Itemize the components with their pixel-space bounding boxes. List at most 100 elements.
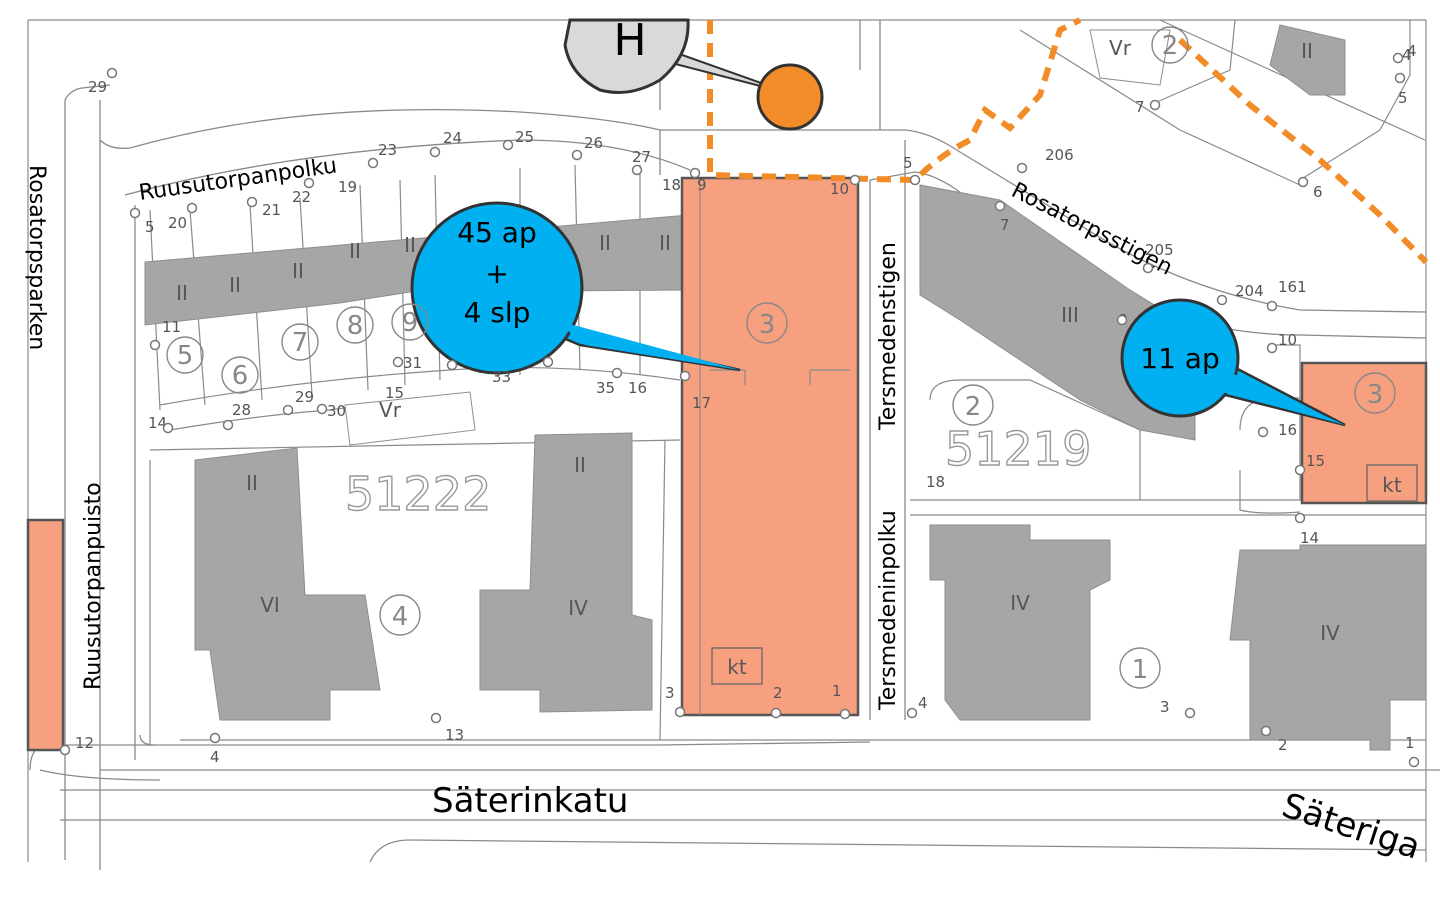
floor-label: IV bbox=[1320, 621, 1340, 645]
boundary-point bbox=[1297, 176, 1309, 188]
kt-label-right: kt bbox=[1382, 473, 1402, 497]
boundary-point bbox=[1257, 426, 1269, 438]
street-label-rosatorpsparken: Rosatorpsparken bbox=[24, 165, 49, 350]
parking-bubble-right: 11 ap bbox=[1120, 298, 1346, 427]
building-iv-right1 bbox=[929, 524, 1111, 721]
boundary-point bbox=[1116, 314, 1128, 326]
boundary-point bbox=[631, 164, 643, 176]
boundary-point bbox=[222, 419, 234, 431]
boundary-point bbox=[1149, 99, 1161, 111]
point-number-label: 3 bbox=[665, 684, 675, 702]
plot-left-orange bbox=[26, 518, 65, 752]
point-number-label: 9 bbox=[697, 176, 707, 194]
plot-right-orange bbox=[1300, 361, 1428, 505]
point-number-label: 5 bbox=[903, 154, 913, 172]
building-iv-right2 bbox=[1229, 544, 1427, 751]
floor-labels: II II II II II II II II VI II IV III IV … bbox=[176, 36, 1340, 645]
point-number-label: 7 bbox=[1000, 216, 1010, 234]
lot-number: 7 bbox=[292, 328, 309, 358]
block-number-51219: 51219 bbox=[945, 422, 1091, 476]
bubble-right-line1: 11 ap bbox=[1140, 342, 1219, 375]
point-number-label: 33 bbox=[492, 368, 511, 386]
boundary-point bbox=[502, 139, 514, 151]
boundary-point bbox=[209, 732, 221, 744]
plot-main-orange bbox=[680, 176, 860, 717]
point-number-label: 161 bbox=[1278, 278, 1307, 296]
point-number-label: 28 bbox=[232, 401, 251, 419]
boundary-point bbox=[446, 359, 458, 371]
street-label-tersmedenstigen: Tersmedenstigen bbox=[876, 242, 901, 431]
floor-label: II bbox=[659, 231, 671, 255]
point-number-label: 5 bbox=[145, 218, 155, 236]
boundary-point bbox=[1266, 300, 1278, 312]
boundary-point bbox=[367, 157, 379, 169]
point-number-label: 1 bbox=[832, 682, 842, 700]
bubble-main-line3: 4 slp bbox=[464, 296, 531, 329]
floor-label: IV bbox=[568, 596, 588, 620]
point-number-label: 2 bbox=[773, 684, 783, 702]
floor-label: II bbox=[574, 453, 586, 477]
boundary-point bbox=[303, 177, 315, 189]
point-number-label: 4 bbox=[210, 748, 220, 766]
lot-numbers: 3 2 4 1 5 6 7 8 9 3 2 bbox=[166, 26, 1396, 689]
lot-number: 4 bbox=[392, 602, 409, 632]
building-top-right bbox=[1269, 24, 1346, 96]
boundary-point bbox=[542, 356, 554, 368]
point-number-label: 14 bbox=[1300, 529, 1319, 547]
lot-number: 3 bbox=[759, 310, 776, 340]
boundary-point bbox=[246, 196, 258, 208]
boundary-point bbox=[1142, 262, 1154, 274]
helicopter-marker: H bbox=[563, 15, 796, 96]
point-number-label: 29 bbox=[88, 78, 107, 96]
boundary-point bbox=[1266, 342, 1278, 354]
point-number-label: 18 bbox=[662, 176, 681, 194]
point-number-label: 13 bbox=[445, 726, 464, 744]
floor-label: IV bbox=[1010, 591, 1030, 615]
boundary-point bbox=[770, 707, 782, 719]
point-number-label: 29 bbox=[295, 388, 314, 406]
boundary-point bbox=[1216, 294, 1228, 306]
point-number-label: 12 bbox=[75, 734, 94, 752]
boundary-point bbox=[1392, 52, 1404, 64]
boundary-point bbox=[1184, 707, 1196, 719]
point-number-label: 21 bbox=[262, 201, 281, 219]
point-number-label: 4 bbox=[1402, 46, 1412, 64]
point-number-label: 10 bbox=[830, 180, 849, 198]
lot-number: 3 bbox=[1367, 380, 1384, 410]
boundary-point bbox=[1294, 512, 1306, 524]
kt-label-main: kt bbox=[727, 655, 747, 679]
boundary-point bbox=[106, 67, 118, 79]
point-number-label: 2 bbox=[1278, 736, 1288, 754]
point-number-label: 11 bbox=[162, 318, 181, 336]
floor-label: Vr bbox=[379, 398, 402, 422]
point-number-label: 30 bbox=[327, 402, 346, 420]
bubble-main-line1: 45 ap bbox=[457, 216, 536, 249]
boundary-point bbox=[1408, 756, 1420, 768]
floor-label: II bbox=[599, 231, 611, 255]
boundary-point bbox=[429, 146, 441, 158]
boundary-point bbox=[906, 707, 918, 719]
point-number-label: 20 bbox=[168, 214, 187, 232]
floor-label: II bbox=[349, 239, 361, 263]
boundary-point bbox=[839, 708, 851, 720]
point-number-label: 16 bbox=[628, 379, 647, 397]
floor-label: III bbox=[1061, 303, 1079, 327]
point-number-label: 5 bbox=[1398, 89, 1408, 107]
point-number-label: 4 bbox=[1407, 42, 1417, 60]
building-vi bbox=[194, 447, 381, 721]
point-number-label: 7 bbox=[1135, 98, 1145, 116]
parking-bubble-main: 45 ap + 4 slp bbox=[410, 201, 741, 375]
floor-label: II bbox=[229, 273, 241, 297]
street-label-ruusutorpanpuisto: Ruusutorpanpuisto bbox=[81, 482, 106, 690]
point-number-label: 24 bbox=[443, 129, 462, 147]
street-label-tersmedeninpolku: Tersmedeninpolku bbox=[876, 510, 901, 711]
point-number-label: 17 bbox=[692, 394, 711, 412]
lot-number: 6 bbox=[232, 361, 249, 391]
boundary-point bbox=[674, 706, 686, 718]
lot-number: 5 bbox=[177, 341, 194, 371]
lot-number: 8 bbox=[347, 311, 364, 341]
point-number-label: 205 bbox=[1145, 241, 1174, 259]
orange-point-marker bbox=[756, 63, 824, 131]
helicopter-label: H bbox=[613, 15, 646, 66]
point-number-label: 4 bbox=[918, 694, 928, 712]
